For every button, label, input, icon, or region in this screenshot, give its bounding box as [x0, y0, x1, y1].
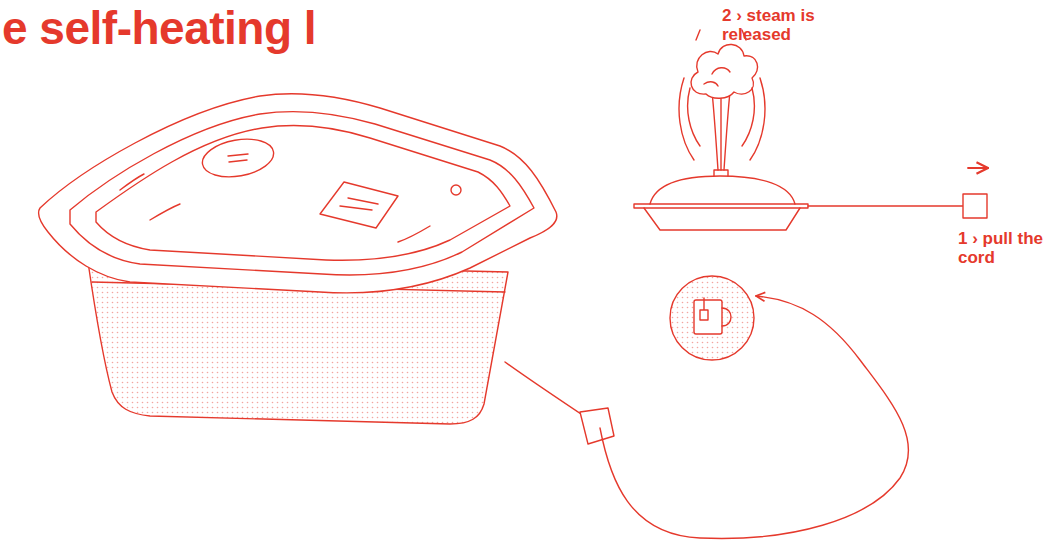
lid-oval-mark	[228, 154, 248, 162]
pull-cord	[505, 362, 590, 420]
side-view-vent	[714, 170, 728, 176]
steam-cloud	[691, 44, 758, 98]
side-view-lid	[650, 176, 795, 204]
tray-lid-inner	[70, 112, 534, 275]
lid-vent	[451, 185, 461, 195]
lid-label	[320, 182, 398, 228]
tray-lid-inner2	[96, 126, 510, 261]
title-heading: e self-heating l	[2, 6, 337, 50]
pull-tag	[580, 408, 614, 444]
side-cord	[808, 205, 963, 206]
steam-jet	[712, 92, 730, 170]
side-view-rim	[634, 204, 808, 208]
mug-handle	[722, 308, 731, 326]
lid-label-lines	[340, 198, 378, 210]
step-label: 2 › steam is released	[722, 6, 840, 44]
pull-arrow	[968, 167, 988, 169]
tea-icon-circle	[670, 276, 754, 360]
lid-oval	[199, 134, 276, 182]
motion-lines	[679, 30, 765, 160]
side-view-base	[644, 208, 800, 230]
tray-lid-rim	[38, 94, 556, 293]
step-label: 1 › pull the cord	[958, 229, 1050, 267]
lid-groove	[120, 174, 430, 242]
tag-to-icon-line	[600, 296, 909, 538]
tea-bag	[700, 298, 708, 320]
steam-cloud-detail	[704, 68, 730, 86]
side-tag	[963, 194, 987, 218]
